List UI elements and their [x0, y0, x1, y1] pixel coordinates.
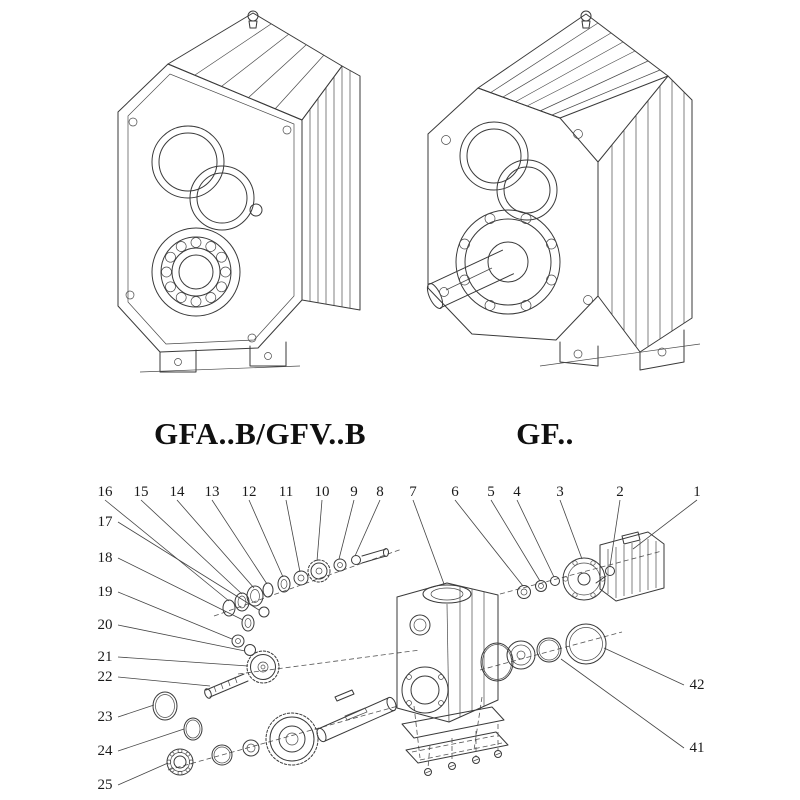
- part-number-2: 2: [616, 484, 624, 500]
- leader-line-6: [454, 499, 524, 587]
- leader-line-12: [248, 499, 284, 578]
- leader-line-42: [603, 647, 685, 686]
- intermediate-gear: [244, 644, 280, 684]
- leader-line-23: [117, 704, 155, 718]
- motor-assembly: [562, 531, 665, 602]
- part-number-4: 4: [513, 484, 521, 500]
- leader-line-22: [117, 676, 211, 687]
- part-number-5: 5: [487, 484, 495, 500]
- leader-line-19: [117, 591, 233, 640]
- part-number-14: 14: [170, 484, 186, 500]
- model-label-gfab: GFA..B/GFV..B: [153, 416, 367, 451]
- leader-line-4: [516, 499, 555, 578]
- leader-line-3: [559, 499, 583, 560]
- leader-line-7: [412, 499, 445, 585]
- part-number-15: 15: [134, 484, 149, 500]
- part-number-10: 10: [315, 484, 330, 500]
- part-number-13: 13: [205, 484, 220, 500]
- part-number-3: 3: [556, 484, 564, 500]
- cover-plates: [401, 706, 509, 776]
- output-flange: [455, 209, 561, 315]
- output-shaft-parts: [166, 689, 397, 776]
- part-number-42: 42: [690, 677, 705, 693]
- leader-line-24: [117, 728, 185, 752]
- part-number-7: 7: [409, 484, 417, 500]
- part-number-20: 20: [98, 617, 113, 633]
- gear-housing: [396, 582, 499, 723]
- leader-line-11: [285, 499, 301, 573]
- leader-line-8: [354, 499, 381, 557]
- part-number-25: 25: [98, 777, 113, 793]
- model-label-gf: GF..: [516, 416, 574, 451]
- eye-bolt-icon: [580, 10, 592, 29]
- part-number-12: 12: [242, 484, 257, 500]
- part-number-16: 16: [98, 484, 114, 500]
- mounting-feet: [539, 329, 701, 371]
- leader-line-21: [117, 656, 249, 667]
- part-number-9: 9: [350, 484, 358, 500]
- leader-line-20: [117, 624, 246, 652]
- part-number-24: 24: [98, 743, 114, 759]
- input-bores: [151, 125, 255, 231]
- leader-line-17: [117, 521, 260, 611]
- leader-line-13: [211, 499, 268, 585]
- part-number-22: 22: [98, 669, 113, 685]
- leader-line-1: [632, 499, 698, 550]
- leader-line-16: [104, 499, 230, 602]
- leader-line-15: [140, 499, 243, 595]
- leader-line-25: [117, 762, 169, 786]
- part-number-8: 8: [376, 484, 384, 500]
- exploded-parts-drawing: 1615141312111098765432117181920212223242…: [98, 484, 705, 793]
- leader-line-9: [338, 499, 355, 560]
- mounting-feet: [139, 341, 301, 373]
- part-number-6: 6: [451, 484, 459, 500]
- gearbox-drawing-gfab: [117, 10, 361, 373]
- part-number-17: 17: [98, 514, 114, 530]
- output-bearing: [151, 227, 241, 317]
- leader-line-14: [176, 499, 255, 589]
- pinion-shaft: [204, 673, 249, 699]
- gearbox-drawing-gf: [426, 10, 701, 371]
- part-number-23: 23: [98, 709, 113, 725]
- leader-line-5: [490, 499, 541, 582]
- leader-line-18: [117, 557, 244, 621]
- cover-rings: [480, 623, 607, 682]
- part-number-41: 41: [690, 740, 705, 756]
- leader-line-10: [316, 499, 323, 562]
- part-number-1: 1: [693, 484, 701, 500]
- input-shaft-parts: [222, 548, 389, 617]
- part-number-18: 18: [98, 550, 113, 566]
- leader-line-41: [560, 658, 685, 749]
- leader-line-2: [609, 499, 621, 567]
- part-number-21: 21: [98, 649, 113, 665]
- part-number-19: 19: [98, 584, 113, 600]
- part-number-11: 11: [279, 484, 293, 500]
